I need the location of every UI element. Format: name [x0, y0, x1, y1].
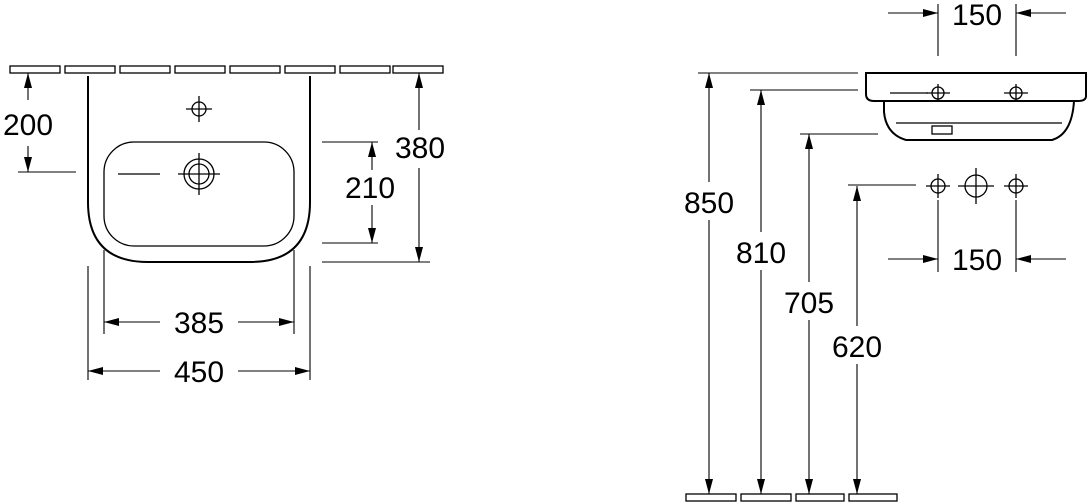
- wall-tiles-front: [9, 65, 444, 74]
- dim-150-bottom: [888, 200, 1066, 272]
- dim-705-label: 705: [784, 287, 834, 320]
- basin-bowl: [103, 141, 295, 247]
- dim-705: [778, 133, 878, 494]
- drain-hole: [118, 153, 220, 195]
- dim-380: [322, 73, 430, 263]
- floor-tiles: [685, 493, 898, 502]
- drain-outlet-icon: [958, 168, 994, 204]
- dim-150-top-label: 150: [952, 0, 1002, 32]
- front-view: 200 380 210 385: [3, 65, 445, 389]
- dim-200-label: 200: [3, 109, 53, 142]
- supply-left-icon: [926, 174, 950, 198]
- dim-150-bottom-label: 150: [952, 244, 1002, 277]
- basin-outline: [87, 76, 311, 263]
- dim-150-top: [888, 4, 1066, 56]
- dim-200: [18, 73, 76, 173]
- dim-385: [103, 250, 295, 334]
- dim-850: [678, 72, 858, 494]
- side-tap-left: [926, 84, 950, 102]
- tap-hole: [186, 96, 212, 122]
- dim-210-label: 210: [345, 172, 395, 205]
- dim-385-label: 385: [174, 307, 224, 340]
- dim-380-label: 380: [395, 132, 445, 165]
- side-view: 150: [678, 0, 1087, 502]
- dim-620: [826, 186, 888, 494]
- dim-450: [87, 266, 311, 380]
- supply-right-icon: [1004, 174, 1028, 198]
- dim-620-label: 620: [832, 331, 882, 364]
- dim-450-label: 450: [174, 356, 224, 389]
- side-tap-right: [1004, 84, 1028, 102]
- supply-fittings: [848, 168, 1028, 204]
- dim-810-label: 810: [736, 237, 786, 270]
- dim-850-label: 850: [684, 187, 734, 220]
- dim-210: [322, 141, 378, 244]
- basin-side-profile: [865, 72, 1087, 141]
- dim-810: [730, 89, 858, 494]
